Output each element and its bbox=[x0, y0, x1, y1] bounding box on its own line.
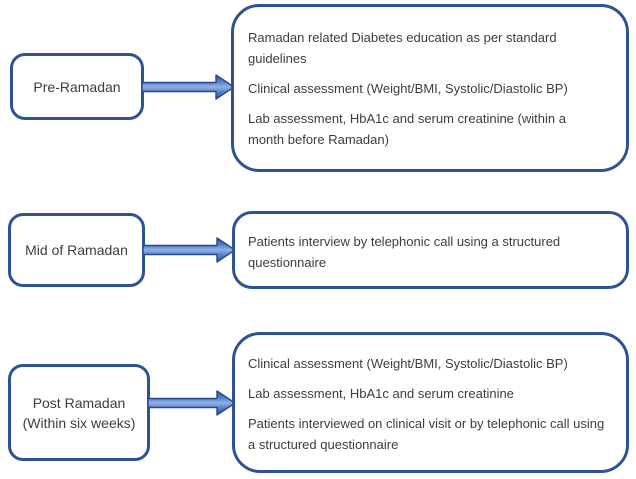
flow-arrow-icon bbox=[142, 74, 235, 100]
detail-item: Clinical assessment (Weight/BMI, Systoli… bbox=[248, 81, 568, 96]
stage-box-post-ramadan: Post Ramadan (Within six weeks) bbox=[8, 364, 150, 461]
detail-item: Clinical assessment (Weight/BMI, Systoli… bbox=[248, 356, 568, 371]
stage-label-mid-of-ramadan: Mid of Ramadan bbox=[25, 242, 128, 258]
stage-box-pre-ramadan: Pre-Ramadan bbox=[10, 53, 144, 120]
flow-arrow-icon bbox=[143, 237, 236, 263]
detail-item: Lab assessment, HbA1c and serum creatini… bbox=[248, 111, 566, 147]
flow-arrow-icon bbox=[148, 390, 236, 416]
stage-box-mid-of-ramadan: Mid of Ramadan bbox=[8, 213, 145, 287]
detail-item: Patients interviewed on clinical visit o… bbox=[248, 416, 605, 452]
detail-item: Patients interview by telephonic call us… bbox=[248, 234, 561, 270]
stage-label-post-ramadan: Post Ramadan (Within six weeks) bbox=[22, 394, 136, 431]
detail-item: Ramadan related Diabetes education as pe… bbox=[248, 30, 557, 66]
detail-box-post-ramadan: Clinical assessment (Weight/BMI, Systoli… bbox=[232, 332, 629, 473]
stage-label-pre-ramadan: Pre-Ramadan bbox=[33, 78, 121, 95]
detail-item: Lab assessment, HbA1c and serum creatini… bbox=[248, 386, 514, 401]
detail-box-mid-of-ramadan: Patients interview by telephonic call us… bbox=[232, 211, 629, 289]
detail-box-pre-ramadan: Ramadan related Diabetes education as pe… bbox=[231, 4, 629, 172]
